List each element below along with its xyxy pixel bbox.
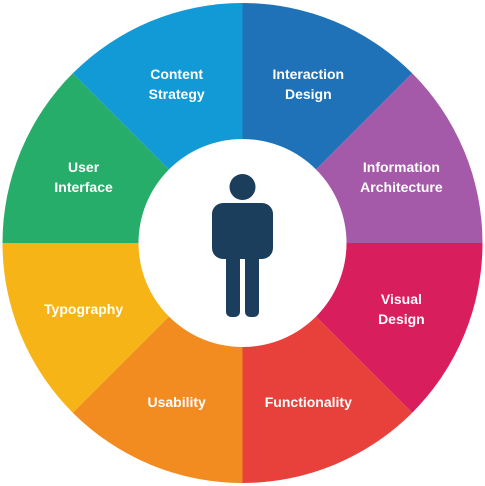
label-functionality: Functionality bbox=[265, 394, 352, 410]
label-line: Design bbox=[285, 86, 332, 102]
label-line: Typography bbox=[44, 301, 123, 317]
label-line: Interface bbox=[54, 179, 113, 195]
person-icon bbox=[212, 174, 273, 317]
label-line: User bbox=[68, 159, 100, 175]
label-line: Design bbox=[378, 311, 425, 327]
label-typography: Typography bbox=[44, 301, 123, 317]
label-line: Functionality bbox=[265, 394, 352, 410]
label-line: Strategy bbox=[149, 86, 205, 102]
label-line: Usability bbox=[147, 394, 206, 410]
label-line: Architecture bbox=[360, 179, 443, 195]
label-line: Visual bbox=[381, 291, 422, 307]
label-usability: Usability bbox=[147, 394, 206, 410]
label-line: Content bbox=[150, 66, 203, 82]
label-line: Information bbox=[363, 159, 440, 175]
label-line: Interaction bbox=[273, 66, 345, 82]
